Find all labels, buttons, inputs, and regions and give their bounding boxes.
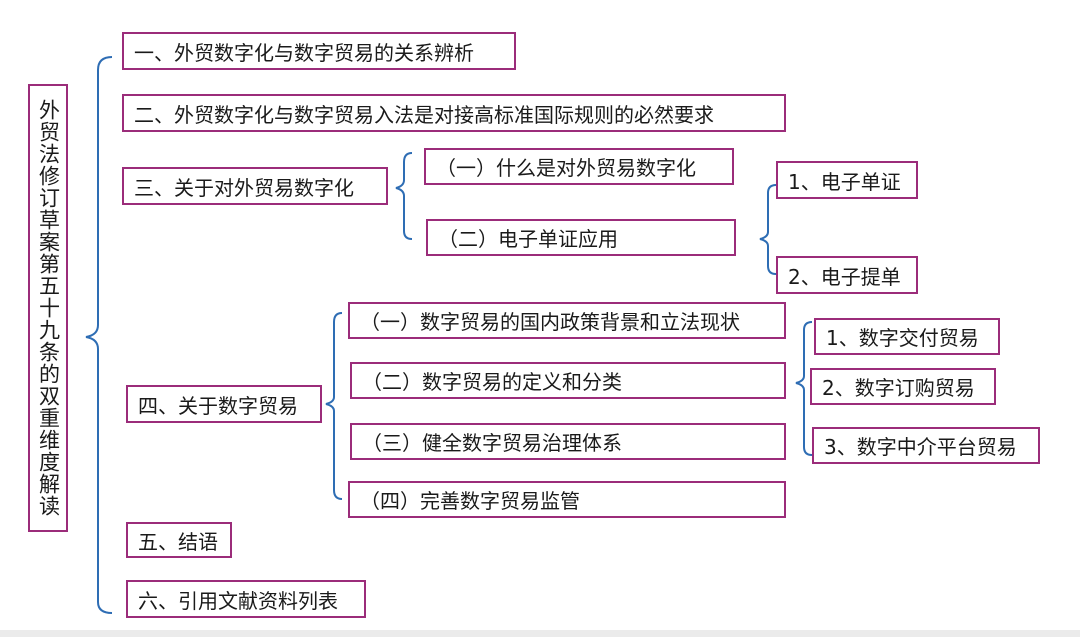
- root-topic: 外贸法修订草案第五十九条的双重维度解读: [28, 84, 68, 532]
- e-doc-item-2: 2、电子提单: [776, 256, 918, 294]
- section-2: 二、外贸数字化与数字贸易入法是对接高标准国际规则的必然要求: [122, 94, 786, 132]
- digital-trade-type-3: 3、数字中介平台贸易: [812, 427, 1040, 464]
- s3-child-2: （二）电子单证应用: [426, 219, 736, 256]
- e-doc-item-2-label: 2、电子提单: [788, 264, 901, 289]
- s3-child-1: （一）什么是对外贸易数字化: [424, 148, 734, 185]
- bottom-divider: [0, 630, 1080, 637]
- section-4: 四、关于数字贸易: [126, 385, 322, 423]
- section-4-label: 四、关于数字贸易: [138, 393, 298, 418]
- section-5: 五、结语: [126, 522, 232, 558]
- s4-child-2-label: （二）数字贸易的定义和分类: [362, 370, 622, 394]
- digital-trade-type-2-label: 2、数字订购贸易: [822, 376, 975, 400]
- s3-bracket: [395, 152, 413, 240]
- s3-child-2-label: （二）电子单证应用: [438, 227, 618, 251]
- section-3: 三、关于对外贸易数字化: [122, 167, 388, 205]
- digital-trade-type-1-label: 1、数字交付贸易: [826, 326, 979, 350]
- section-6-label: 六、引用文献资料列表: [138, 588, 338, 613]
- e-doc-item-1: 1、电子单证: [776, 161, 918, 199]
- s3-child-1-label: （一）什么是对外贸易数字化: [436, 156, 696, 180]
- section-1: 一、外贸数字化与数字贸易的关系辨析: [122, 32, 516, 70]
- s4-child-3: （三）健全数字贸易治理体系: [350, 423, 786, 460]
- main-bracket: [85, 56, 113, 614]
- s4-child-3-label: （三）健全数字贸易治理体系: [362, 431, 622, 455]
- root-topic-label: 外贸法修订草案第五十九条的双重维度解读: [36, 99, 61, 517]
- section-6: 六、引用文献资料列表: [126, 580, 366, 618]
- s3-2-bracket: [759, 184, 777, 275]
- s4-child-1-label: （一）数字贸易的国内政策背景和立法现状: [360, 310, 740, 334]
- section-1-label: 一、外贸数字化与数字贸易的关系辨析: [134, 40, 474, 65]
- section-2-label: 二、外贸数字化与数字贸易入法是对接高标准国际规则的必然要求: [134, 102, 714, 127]
- digital-trade-type-3-label: 3、数字中介平台贸易: [824, 435, 1017, 459]
- section-3-label: 三、关于对外贸易数字化: [134, 175, 354, 200]
- section-5-label: 五、结语: [138, 529, 218, 554]
- digital-trade-type-1: 1、数字交付贸易: [814, 318, 1000, 355]
- s4-child-2: （二）数字贸易的定义和分类: [350, 362, 786, 399]
- s4-child-4: （四）完善数字贸易监管: [348, 481, 786, 518]
- s4-child-1: （一）数字贸易的国内政策背景和立法现状: [348, 302, 786, 339]
- s4-2-bracket: [795, 321, 813, 456]
- digital-trade-type-2: 2、数字订购贸易: [810, 368, 996, 405]
- s4-bracket: [325, 312, 343, 500]
- e-doc-item-1-label: 1、电子单证: [788, 169, 901, 194]
- s4-child-4-label: （四）完善数字贸易监管: [360, 489, 580, 513]
